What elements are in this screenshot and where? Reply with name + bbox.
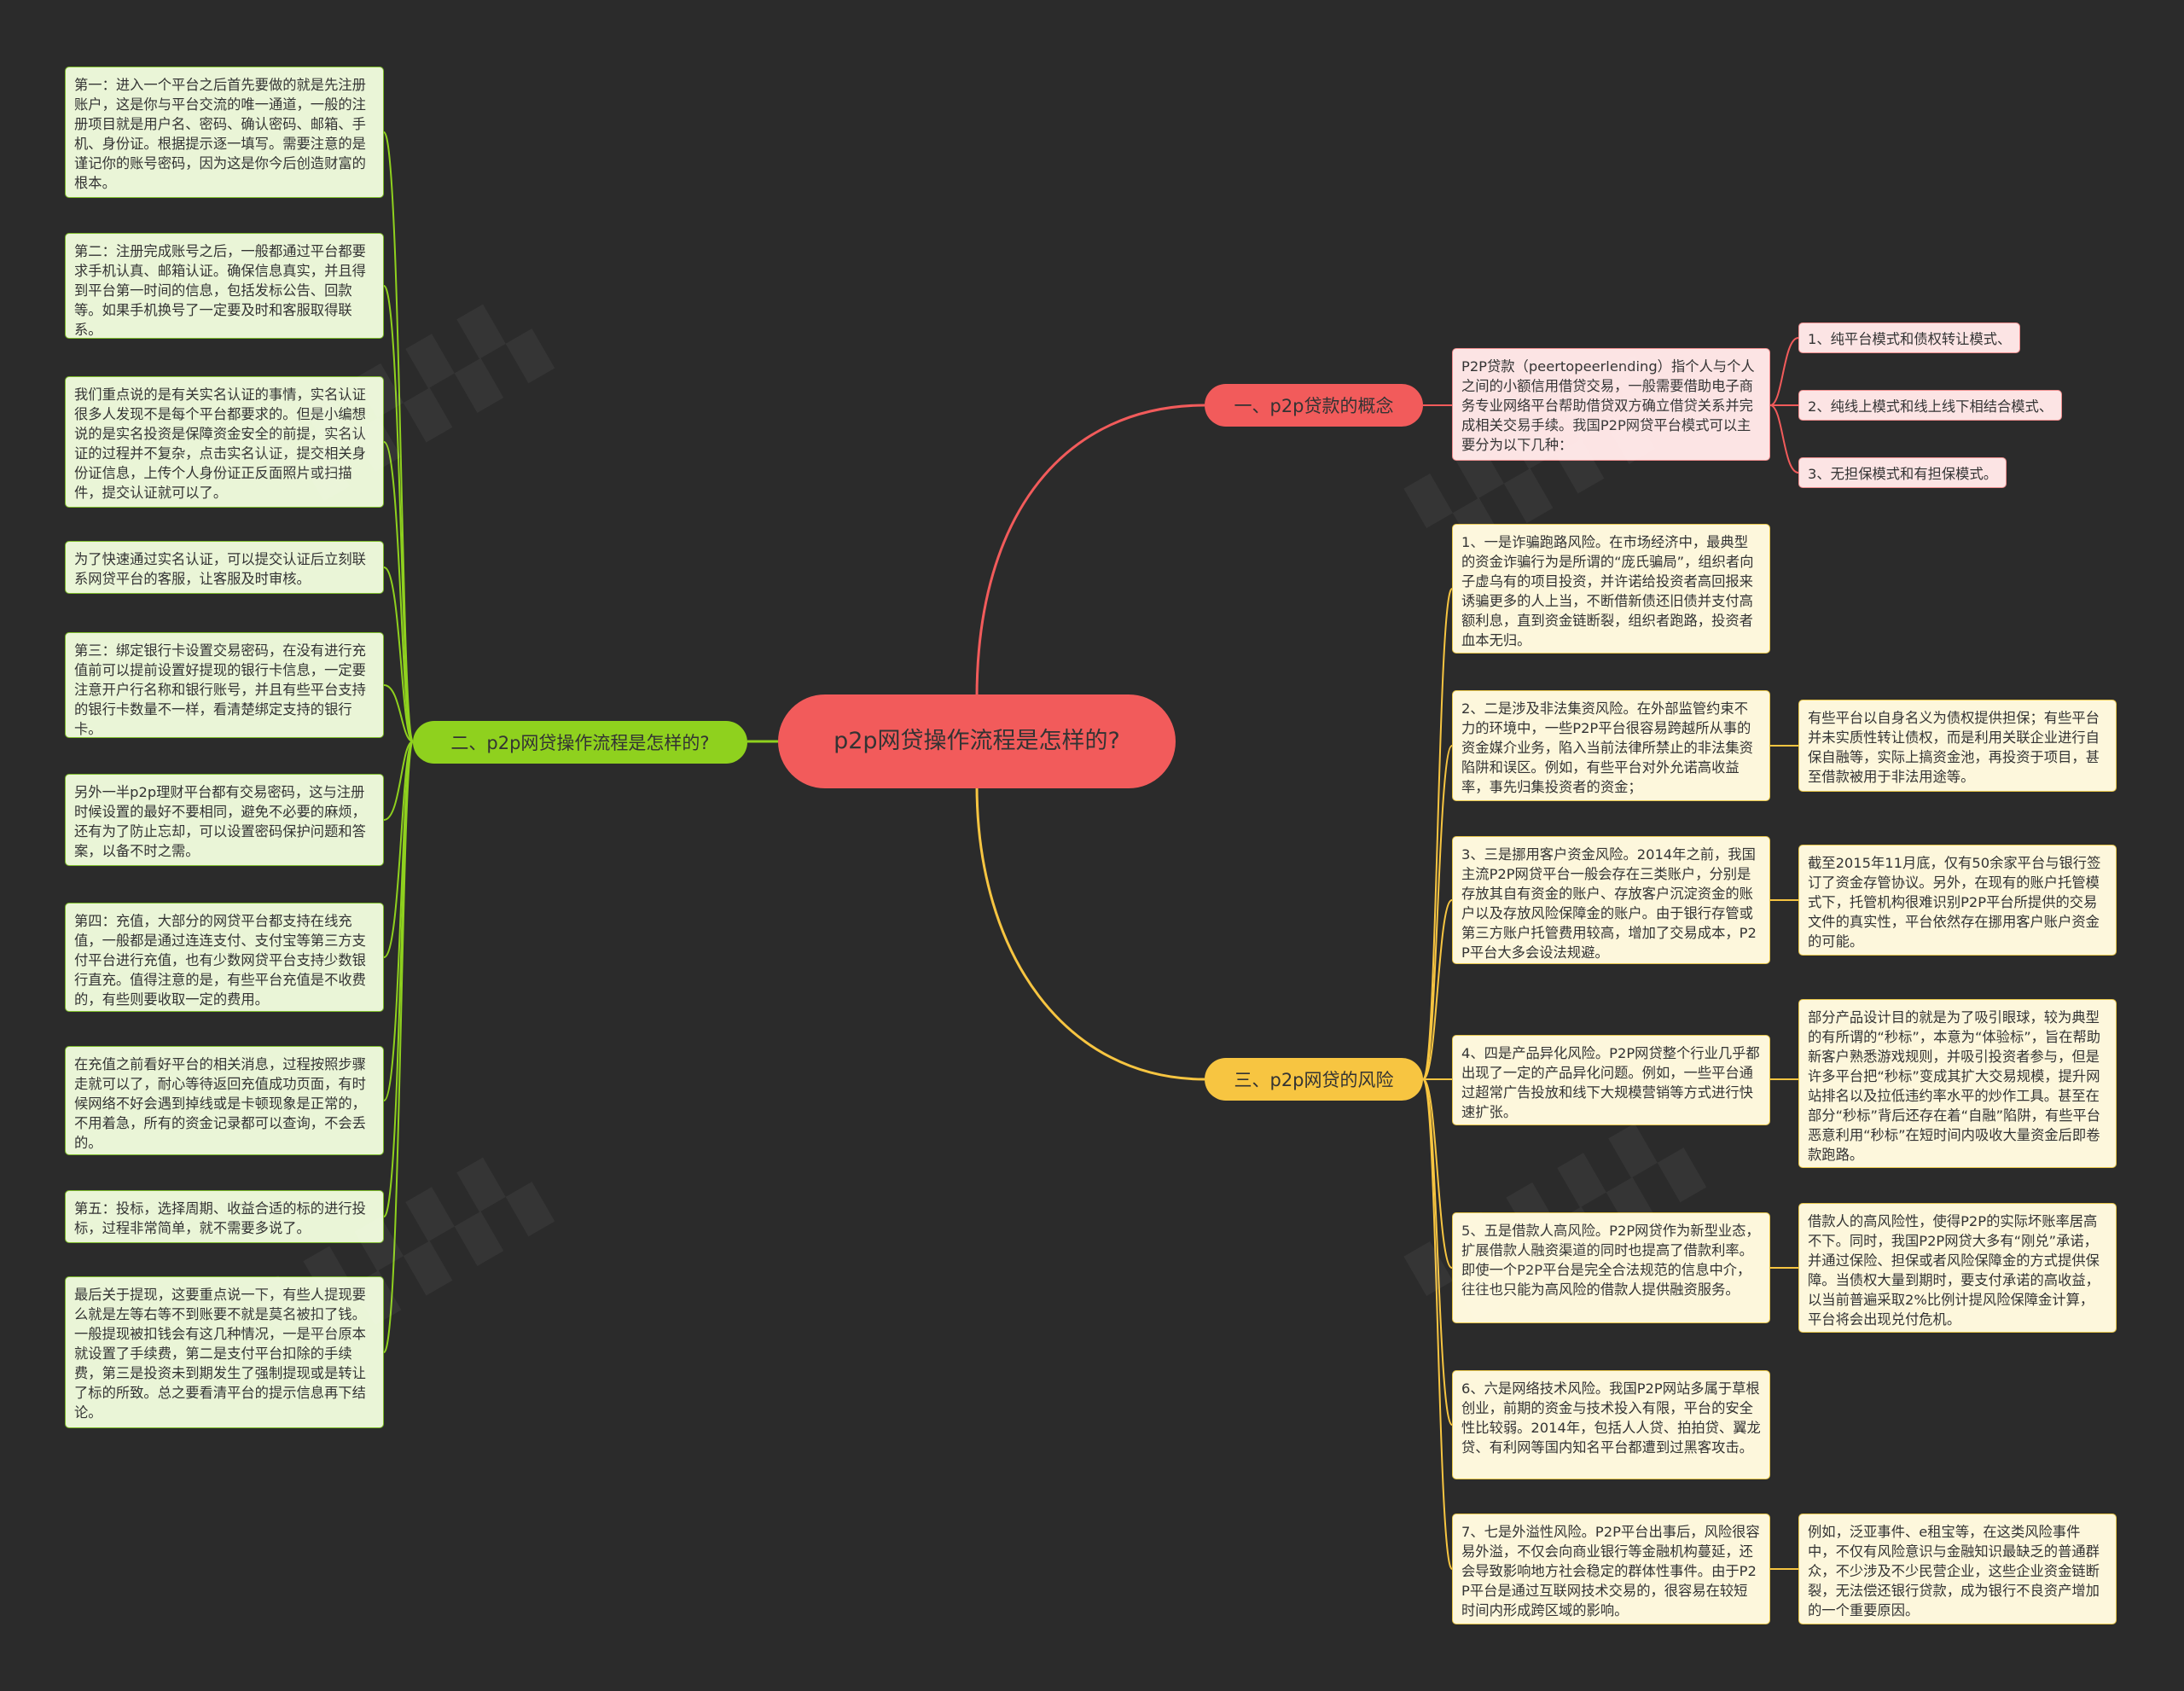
concept-summary[interactable]: P2P贷款（peertopeerlending）指个人与个人之间的小额信用借贷交…: [1452, 348, 1770, 461]
risk-note[interactable]: 借款人的高风险性，使得P2P的实际坏账率居高不下。同时，我国P2P网贷大多有“刚…: [1798, 1203, 2117, 1333]
branch-concept[interactable]: 一、p2p贷款的概念: [1205, 384, 1423, 427]
risk-item[interactable]: 6、六是网络技术风险。我国P2P网站多属于草根创业，前期的资金与技术投入有限，平…: [1452, 1370, 1770, 1479]
branch-risks[interactable]: 三、p2p网贷的风险: [1205, 1058, 1423, 1101]
risk-note[interactable]: 部分产品设计目的就是为了吸引眼球，较为典型的有所谓的“秒标”，本意为“体验标”，…: [1798, 999, 2117, 1168]
process-step[interactable]: 第一：进入一个平台之后首先要做的就是先注册账户，这是你与平台交流的唯一通道，一般…: [65, 67, 384, 198]
mode-item[interactable]: 3、无担保模式和有担保模式。: [1798, 457, 2007, 488]
branch-process[interactable]: 二、p2p网贷操作流程是怎样的?: [413, 721, 747, 764]
risk-item[interactable]: 1、一是诈骗跑路风险。在市场经济中，最典型的资金诈骗行为是所谓的“庞氏骗局”，组…: [1452, 524, 1770, 654]
link-root-b1: [975, 404, 1205, 699]
process-step[interactable]: 在充值之前看好平台的相关消息，过程按照步骤走就可以了，耐心等待返回充值成功页面，…: [65, 1046, 384, 1155]
process-step[interactable]: 第二：注册完成账号之后，一般都通过平台都要求手机认真、邮箱认证。确保信息真实，并…: [65, 233, 384, 339]
process-step[interactable]: 第五：投标，选择周期、收益合适的标的进行投标，过程非常简单，就不需要多说了。: [65, 1190, 384, 1243]
root-topic[interactable]: p2p网贷操作流程是怎样的?: [778, 694, 1176, 788]
process-step[interactable]: 最后关于提现，这要重点说一下，有些人提现要么就是左等右等不到账要不就是莫名被扣了…: [65, 1276, 384, 1428]
risk-note[interactable]: 截至2015年11月底，仅有50余家平台与银行签订了资金存管协议。另外，在现有的…: [1798, 845, 2117, 956]
mode-item[interactable]: 2、纯线上模式和线上线下相结合模式、: [1798, 390, 2063, 421]
process-step[interactable]: 我们重点说的是有关实名认证的事情，实名认证很多人发现不是每个平台都要求的。但是小…: [65, 376, 384, 508]
risk-item[interactable]: 5、五是借款人高风险。P2P网贷作为新型业态，扩展借款人融资渠道的同时也提高了借…: [1452, 1212, 1770, 1323]
risk-item[interactable]: 2、二是涉及非法集资风险。在外部监管约束不力的环境中，一些P2P平台很容易跨越所…: [1452, 690, 1770, 801]
risk-note[interactable]: 例如，泛亚事件、e租宝等，在这类风险事件中，不仅有风险意识与金融知识最缺乏的普通…: [1798, 1514, 2117, 1624]
risk-item[interactable]: 7、七是外溢性风险。P2P平台出事后，风险很容易外溢，不仅会向商业银行等金融机构…: [1452, 1514, 1770, 1624]
process-step[interactable]: 第三：绑定银行卡设置交易密码，在没有进行充值前可以提前设置好提现的银行卡信息，一…: [65, 632, 384, 738]
risk-item[interactable]: 4、四是产品异化风险。P2P网贷整个行业几乎都出现了一定的产品异化问题。例如，一…: [1452, 1035, 1770, 1125]
risk-item[interactable]: 3、三是挪用客户资金风险。2014年之前，我国主流P2P网贷平台一般会存在三类账…: [1452, 836, 1770, 964]
mode-item[interactable]: 1、纯平台模式和债权转让模式、: [1798, 323, 2021, 353]
process-step[interactable]: 为了快速通过实名认证，可以提交认证后立刻联系网贷平台的客服，让客服及时审核。: [65, 541, 384, 594]
process-step[interactable]: 另外一半p2p理财平台都有交易密码，这与注册时候设置的最好不要相同，避免不必要的…: [65, 774, 384, 866]
process-step[interactable]: 第四：充值，大部分的网贷平台都支持在线充值，一般都是通过连连支付、支付宝等第三方…: [65, 903, 384, 1012]
risk-note[interactable]: 有些平台以自身名义为债权提供担保；有些平台并未实质性转让债权，而是利用关联企业进…: [1798, 700, 2117, 792]
link-root-b3: [975, 784, 1205, 1081]
